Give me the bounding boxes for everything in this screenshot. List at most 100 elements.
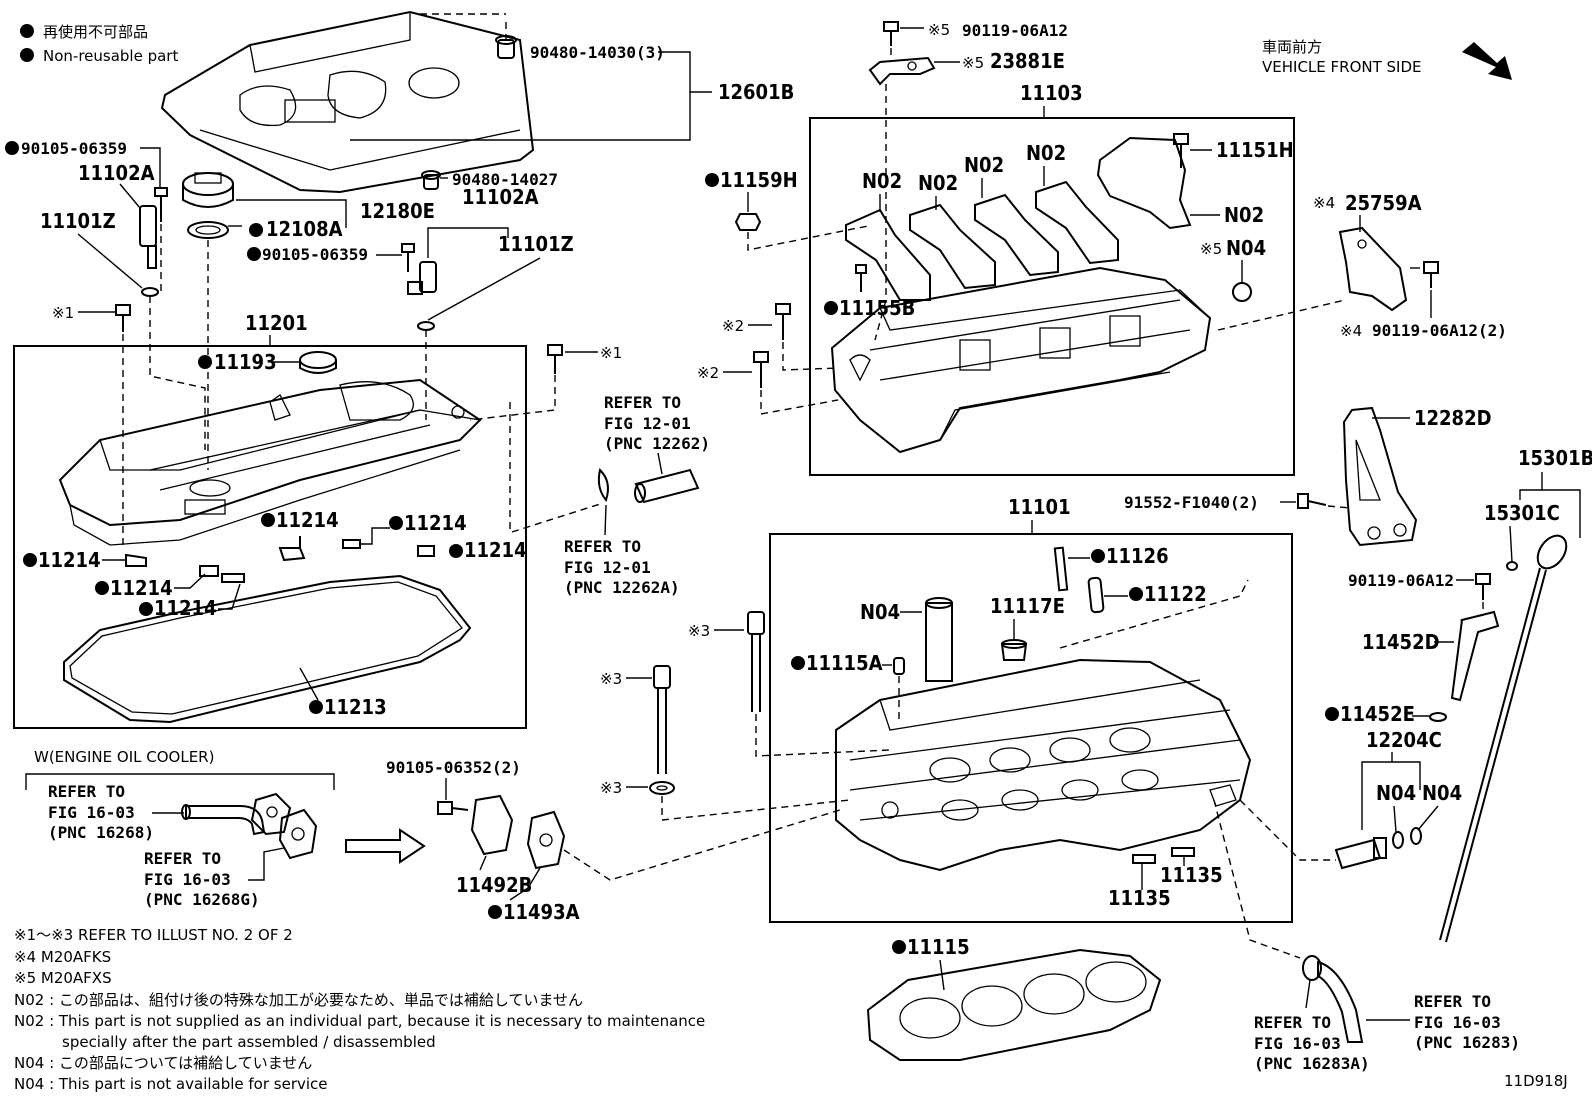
bush-11117E-icon	[1000, 639, 1028, 661]
oil-gauge-guide-icon	[1450, 610, 1500, 702]
label-12180E: 12180E	[360, 199, 435, 223]
bolt-icon	[547, 344, 563, 374]
note-line-4: N02 : この部品は、組付け後の特殊な加工が必要なため、単品では補給していませ…	[14, 991, 583, 1009]
pcv-hose-icon	[634, 468, 700, 504]
cylinder-head-bolt-icon	[653, 665, 671, 774]
label-11126: 11126	[1106, 544, 1169, 568]
label-n04-top: N04	[1226, 236, 1266, 260]
refer-16268G-fig: FIG 16-03	[144, 870, 231, 889]
non-reusable-dot-icon	[20, 48, 34, 62]
oil-cooler-pipe-icon	[181, 804, 266, 836]
note-mark-1-a: ※1	[52, 304, 74, 322]
bolt-icon	[1297, 493, 1327, 509]
note-line-7: N04 : この部品については補給していません	[14, 1054, 312, 1072]
note-line-5: N02 : This part is not supplied as an in…	[14, 1012, 705, 1030]
cover-11492B-icon	[470, 794, 514, 856]
label-11493A: 11493A	[503, 900, 580, 924]
label-12601B: 12601B	[718, 80, 794, 104]
hose-clip-icon	[597, 468, 609, 503]
note-mark-4-a: ※4	[1313, 194, 1335, 212]
o-ring-icon	[1506, 561, 1518, 571]
note-line-8: N04 : This part is not available for ser…	[14, 1075, 328, 1093]
o-ring-icon	[1429, 712, 1447, 722]
label-11155B: 11155B	[839, 296, 915, 320]
label-n02-2: N02	[918, 171, 958, 195]
label-90119-06A12-2: 90119-06A12(2)	[1372, 321, 1507, 340]
label-15301B: 15301B	[1518, 446, 1592, 470]
grommet-90480-14027-icon	[421, 170, 441, 190]
cap-11193-icon	[299, 351, 337, 374]
nut-11159H-icon	[734, 213, 762, 231]
label-12108A: 12108A	[266, 217, 343, 241]
label-11135-b: 11135	[1108, 886, 1171, 910]
oil-filler-cap-icon	[182, 172, 234, 208]
label-90119-06A12-c: 90119-06A12	[1348, 571, 1454, 590]
label-11101: 11101	[1008, 495, 1071, 519]
label-11151H: 11151H	[1216, 138, 1294, 162]
o-ring-icon	[1392, 831, 1404, 849]
note-line-3: ※5 M20AFXS	[14, 969, 112, 987]
11214-clip-icon	[278, 536, 306, 562]
note-line-6: specially after the part assembled / dis…	[62, 1033, 436, 1051]
front-side-en: VEHICLE FRONT SIDE	[1262, 58, 1422, 76]
refer-16268-fig: FIG 16-03	[48, 803, 135, 822]
label-90105-06352: 90105-06352(2)	[386, 758, 521, 777]
cam-position-sensor-icon	[407, 261, 437, 295]
cylinder-head-gasket-icon	[866, 948, 1162, 1061]
washer-icon	[649, 781, 675, 795]
bolt-icon	[775, 303, 791, 340]
label-11117E: 11117E	[990, 594, 1065, 618]
oil-hose-icon	[1317, 960, 1364, 1043]
label-11135-a: 11135	[1160, 863, 1223, 887]
refer-16268G-title: REFER TO	[144, 849, 221, 868]
label-91552-F1040: 91552-F1040(2)	[1124, 493, 1259, 512]
label-n02-5: N02	[1224, 203, 1264, 227]
refer-12262-pnc: (PNC 12262)	[604, 434, 710, 453]
label-11103: 11103	[1020, 81, 1083, 105]
cylinder-head-drawing	[835, 658, 1252, 872]
label-11201: 11201	[245, 311, 308, 335]
note-mark-1-b: ※1	[600, 344, 622, 362]
engine-hanger-12282D-icon	[1342, 406, 1418, 547]
pin-11122-icon	[1087, 576, 1105, 614]
label-11193: 11193	[214, 350, 277, 374]
label-11214-1: 11214	[276, 508, 339, 532]
11214-clip-icon	[125, 553, 147, 567]
label-12204C: 12204C	[1366, 728, 1442, 752]
non-reusable-dot-icon	[20, 24, 34, 38]
pin-11115A-icon	[893, 657, 905, 675]
front-side-jp: 車両前方	[1262, 38, 1322, 56]
front-arrow-icon	[1462, 42, 1512, 80]
o-ring-icon	[417, 321, 435, 331]
illustration-id: 11D918J	[1504, 1072, 1568, 1090]
label-11101Z-b: 11101Z	[498, 232, 574, 256]
oil-cooler-flange-icon	[250, 792, 292, 836]
gasket-11493A-icon	[526, 810, 566, 870]
bolt-11151H-icon	[1173, 133, 1189, 168]
cylinder-head-cover-drawing	[58, 378, 482, 546]
bolt-icon	[1475, 573, 1491, 600]
label-n04-a: N04	[1376, 781, 1416, 805]
refer-12262-title: REFER TO	[604, 393, 681, 412]
label-11102A-a: 11102A	[78, 161, 155, 185]
straight-pin-11126-icon	[1053, 546, 1069, 592]
note-mark-5-n04: ※5	[1200, 240, 1222, 258]
label-25759A: 25759A	[1345, 191, 1422, 215]
note-mark-2-a: ※2	[722, 317, 744, 335]
refer-16283-fig: FIG 16-03	[1414, 1013, 1501, 1032]
11214-clip-icon	[342, 539, 361, 549]
label-11452D: 11452D	[1362, 630, 1440, 654]
plug-11135-icon	[1132, 847, 1195, 864]
refer-16283-title: REFER TO	[1414, 992, 1491, 1011]
bolt-icon	[753, 351, 769, 388]
label-n04-mid: N04	[860, 600, 900, 624]
bolt-icon	[1423, 261, 1439, 288]
legend-jp: 再使用不可部品	[43, 23, 148, 41]
label-23881E: 23881E	[990, 49, 1065, 73]
label-90119-06A12-top: 90119-06A12	[962, 21, 1068, 40]
camshaft-bearing-cap-icon	[845, 208, 931, 301]
bolt-icon	[437, 801, 469, 815]
note-mark-5-b: ※5	[962, 54, 984, 72]
camshaft-housing-drawing	[830, 266, 1212, 454]
label-11452E: 11452E	[1340, 702, 1415, 726]
